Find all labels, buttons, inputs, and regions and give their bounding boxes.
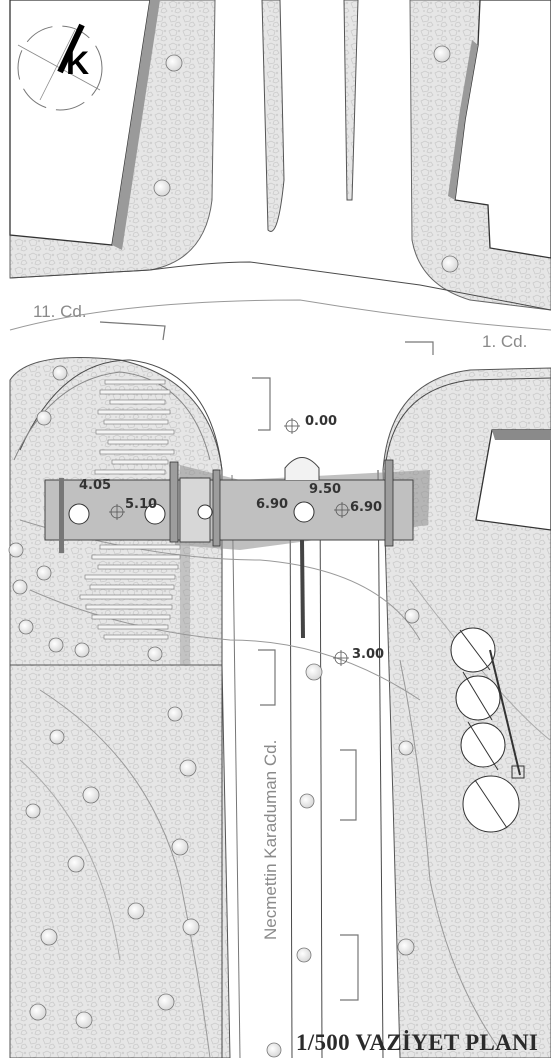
bridge	[44, 457, 414, 639]
street-label-11-cd: 11. Cd.	[33, 302, 87, 321]
level-markers	[109, 418, 350, 666]
road-lines	[9, 261, 551, 1058]
level-4-05: 4.05	[79, 478, 111, 493]
building-right-shadow	[492, 430, 551, 440]
level-5-10: 5.10	[125, 497, 157, 512]
building-top-right-shadow	[448, 40, 478, 200]
level-3-00: 3.00	[352, 647, 384, 662]
trees	[8, 45, 459, 1058]
drawing-title: 1/500 VAZİYET PLANI	[296, 1030, 539, 1055]
north-arrow-letter: K	[66, 45, 89, 81]
buildings	[9, 0, 551, 531]
level-0-00: 0.00	[305, 414, 337, 429]
level-6-90-left: 6.90	[256, 497, 288, 512]
level-9-50: 9.50	[309, 482, 341, 497]
car-outlines	[99, 321, 434, 1001]
median-top-right	[343, 0, 359, 201]
building-top-left-shadow	[112, 0, 160, 250]
median-top-left	[261, 0, 285, 232]
north-arrow: K	[17, 23, 103, 111]
north-arrow-needle	[57, 23, 85, 74]
slatted-benches	[79, 379, 181, 640]
street-label-1-cd: 1. Cd.	[482, 332, 527, 351]
elevation-labels: 0.00 3.00 4.05 5.10 6.90 9.50 6.90	[79, 414, 384, 662]
pavement-bottom-left	[9, 664, 231, 1058]
bicycle-parking	[450, 627, 525, 833]
bridge-deck	[44, 479, 414, 541]
level-6-90-right: 6.90	[350, 500, 382, 515]
street-labels: 11. Cd. 1. Cd. Necmettin Karaduman Cd.	[33, 302, 527, 940]
street-label-necmettin-karaduman: Necmettin Karaduman Cd.	[261, 740, 280, 940]
